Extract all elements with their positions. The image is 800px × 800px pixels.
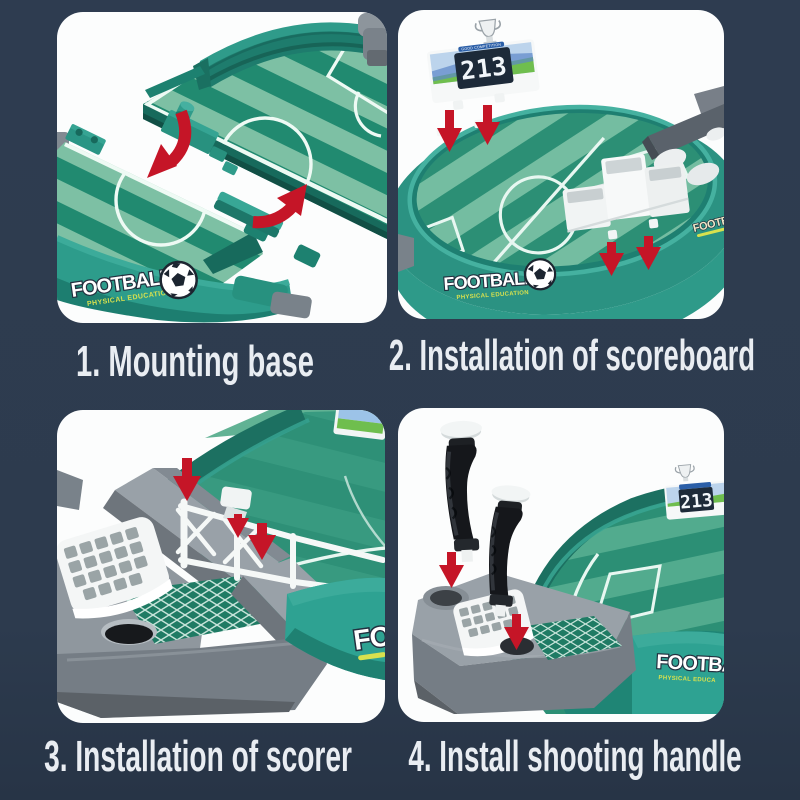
step3-caption: 3. Installation of scorer (0, 735, 439, 779)
svg-text:213: 213 (459, 51, 509, 85)
tray-arrow-right (636, 236, 661, 270)
svg-text:213: 213 (679, 490, 713, 514)
scoreboard-arrow-right (475, 105, 500, 145)
side-rim: FO (285, 577, 385, 680)
soccer-ball-icon (159, 260, 198, 300)
shooting-handle-right (489, 485, 531, 617)
svg-text:GOOD COMPETITION: GOOD COMPETITION (461, 43, 502, 52)
step1-illustration: FOOTBALL PHYSICAL EDUCATION (57, 13, 387, 323)
table-foot-grey (270, 291, 312, 319)
scoreboard: GOOD COMPETITION 213 (426, 18, 540, 110)
scoreboard: 213 (664, 464, 724, 520)
step4-illustration: 213 FOOTBA PHYSICAL EDUCA (412, 420, 724, 714)
cup-hole (101, 619, 157, 645)
step3-illustration: FO (57, 410, 385, 718)
ball-basket (453, 589, 534, 657)
assembly-arrow-up (252, 184, 307, 229)
frame-arrow-2 (227, 514, 249, 538)
scoreboard-arrow-left (437, 110, 462, 152)
trophy-icon (674, 464, 695, 482)
step2-photo: GOOD COMPETITION 213 FOOTBALL PHYSICAL E… (398, 10, 724, 319)
step3-caption-text: 3. Installation of scorer (44, 732, 352, 781)
step4-caption-text: 4. Install shooting handle (408, 732, 742, 781)
shooting-handle-left (440, 420, 482, 563)
step1-caption: 1. Mounting base (15, 340, 374, 384)
assembly-arrow-down (147, 109, 192, 178)
frame-arrow-1 (173, 458, 201, 501)
step4-caption: 4. Install shooting handle (311, 735, 800, 779)
edge-ledge (145, 66, 205, 98)
left-clamp (398, 234, 414, 272)
step3-photo: FO (57, 410, 385, 723)
scorer-tray (562, 153, 690, 240)
mounting-tab (65, 124, 106, 155)
ball-basket (57, 517, 173, 619)
step2-illustration: GOOD COMPETITION 213 FOOTBALL PHYSICAL E… (398, 18, 724, 319)
step2-caption-text: 2. Installation of scoreboard (388, 331, 756, 380)
svg-text:PHYSICAL EDUCATION: PHYSICAL EDUCATION (456, 290, 529, 301)
stadium-wall (193, 22, 370, 90)
frame-arrow-3 (248, 523, 276, 560)
svg-text:PHYSICAL EDUCA: PHYSICAL EDUCA (658, 675, 716, 684)
step1-photo: FOOTBALL PHYSICAL EDUCATION (57, 12, 387, 323)
step4-photo: 213 FOOTBA PHYSICAL EDUCA (398, 408, 724, 722)
svg-text:FO: FO (352, 620, 385, 656)
tray-arrow-left (599, 242, 624, 276)
table-clamp (358, 13, 387, 66)
step1-caption-text: 1. Mounting base (76, 337, 314, 386)
handle-arrow-left (439, 552, 464, 588)
brand-logo: FOOTBALL PHYSICAL EDUCATION (442, 258, 557, 301)
step2-caption: 2. Installation of scoreboard (279, 334, 800, 378)
svg-text:FOOTBA: FOOTBA (656, 651, 724, 677)
handle-arrow-right (504, 614, 529, 650)
